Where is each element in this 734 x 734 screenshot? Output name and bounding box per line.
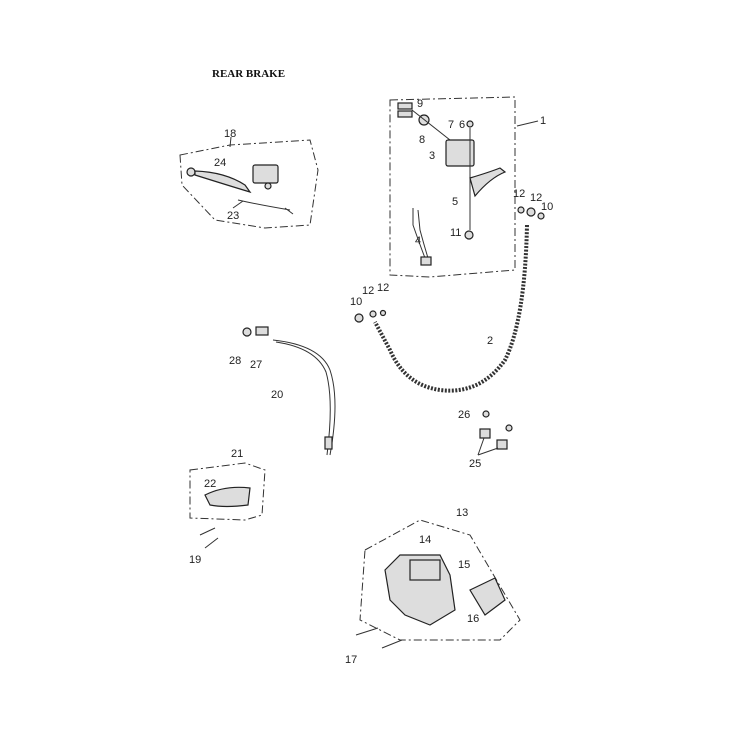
callout-label: 9 (417, 98, 423, 110)
callout-label: 12 (362, 285, 374, 297)
callout-label: 20 (271, 389, 283, 401)
callout-label: 15 (458, 559, 470, 571)
brake-hose (373, 224, 529, 393)
callout-label: 4 (415, 235, 421, 247)
callout-label: 12 (530, 192, 542, 204)
callout-label: 5 (452, 196, 458, 208)
brake-caliper-assembly (355, 519, 521, 649)
callout-label: 27 (250, 359, 262, 371)
callout-label: 12 (513, 188, 525, 200)
callout-label: 18 (224, 128, 236, 140)
callout-label: 10 (350, 296, 362, 308)
callout-label: 11 (450, 227, 461, 239)
callout-label: 1 (540, 115, 546, 127)
callout-label: 13 (456, 507, 468, 519)
callout-label: 16 (467, 613, 479, 625)
callout-label: 7 (448, 119, 454, 131)
hose-clips (477, 410, 513, 456)
callout-label: 19 (189, 554, 201, 566)
diagram-title: REAR BRAKE (212, 68, 285, 80)
callout-label: 23 (227, 210, 239, 222)
callout-label: 26 (458, 409, 470, 421)
brake-cable (242, 326, 336, 456)
callout-label: 25 (469, 458, 481, 470)
callout-label: 22 (204, 478, 216, 490)
callout-label: 2 (487, 335, 493, 347)
callout-label: 17 (345, 654, 357, 666)
callout-label: 24 (214, 157, 226, 169)
master-cylinder-assembly (389, 96, 545, 278)
callout-label: 3 (429, 150, 435, 162)
callout-label: 12 (377, 282, 389, 294)
callout-label: 10 (541, 201, 553, 213)
callout-label: 28 (229, 355, 241, 367)
pedal-bracket-assembly (189, 462, 266, 549)
callout-label: 21 (231, 448, 243, 460)
callout-label: 8 (419, 134, 425, 146)
callout-label: 6 (459, 119, 465, 131)
callout-label: 14 (419, 534, 431, 546)
brake-lever-assembly (179, 136, 319, 229)
